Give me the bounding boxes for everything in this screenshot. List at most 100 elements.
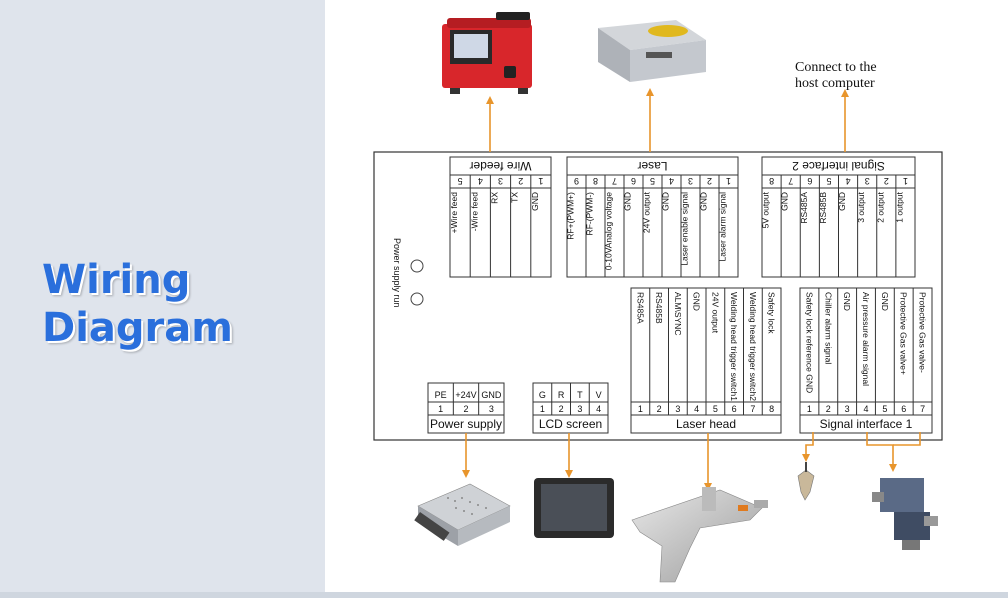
pin-number: 8 [769,404,774,414]
arrow-to-gas-valve [866,432,897,472]
pin-label: -Wire feed [469,192,479,231]
pin-label: RS485A [635,292,645,324]
run-led [410,292,424,306]
pin-label: 2 output [875,191,885,222]
pin-number: 8 [769,176,774,186]
pin-number: 3 [675,404,680,414]
pin-number: 9 [574,176,579,186]
pin-number: 1 [638,404,643,414]
pin-label: G [539,390,546,400]
pin-number: 2 [707,176,712,186]
cx-sig1-title: Signal interface 1 [820,417,913,431]
pin-number: 7 [612,176,617,186]
host-note-line-1: Connect to the [795,60,877,75]
pin-label: Welding head trigger switch2 [748,292,758,401]
pin-label: RS485A [799,192,809,224]
pin-number: 4 [863,404,868,414]
pin-label: Laser enable signal [680,192,690,266]
cx-wire-title: Wire feeder [469,159,531,173]
pin-label: Welding head trigger switch1 [729,292,739,401]
pin-number: 4 [694,404,699,414]
pin-number: 5 [826,176,831,186]
pin-number: 2 [518,176,523,186]
pin-label: GND [530,192,540,211]
pin-label: Safety lock [767,292,777,334]
pin-label: T [577,390,583,400]
pin-label: GND [837,192,847,211]
gas-valve-device [872,478,938,550]
pin-label: Protective Gas valve+ [899,292,909,375]
pin-number: 3 [845,404,850,414]
pin-label: GND [481,390,502,400]
pin-label: 3 output [856,191,866,222]
pin-number: 7 [750,404,755,414]
pin-label: 24V output [710,292,720,334]
cx-power-title: Power supply [430,417,502,431]
power-led [410,259,424,273]
cx-laser-title: Laser [637,159,667,173]
pin-label: +24V [455,390,476,400]
pin-label: V [596,390,602,400]
power-supply-device [414,483,511,546]
pin-number: 3 [489,404,494,414]
pin-number: 4 [596,404,601,414]
pin-number: 1 [540,404,545,414]
pin-number: 5 [713,404,718,414]
pin-number: 5 [882,404,887,414]
pin-number: 1 [807,404,812,414]
arrow-gas-valve-join [893,432,921,446]
board-led-label: Power supply run [392,238,402,308]
laser-head-device [631,487,768,583]
cx-lcd-title: LCD screen [539,417,602,431]
pin-number: 7 [788,176,793,186]
pin-number: 4 [478,176,483,186]
pin-number: 5 [650,176,655,186]
pin-label: Laser alarm signal [718,192,728,262]
pin-label: GND [623,192,633,211]
pin-number: 1 [903,176,908,186]
lcd-screen-device [534,478,614,538]
pin-label: RS485B [654,292,664,324]
left-panel [0,0,325,592]
wire-feeder-device [442,12,532,94]
pin-number: 2 [884,176,889,186]
pin-number: 6 [732,404,737,414]
arrow-to-safety-clip [802,432,814,462]
cx-head-title: Laser head [676,417,736,431]
bottom-strip [0,592,1008,598]
pin-number: 4 [669,176,674,186]
pin-label: RX [490,192,500,204]
pin-label: RF-(PWM-) [585,192,595,236]
pin-number: 2 [657,404,662,414]
pin-label: 1 output [894,191,904,222]
pin-label: RS485B [818,192,828,224]
pin-number: 3 [498,176,503,186]
page-title: Wiring Diagram [42,256,312,352]
pin-label: PE [435,390,447,400]
pin-number: 4 [846,176,851,186]
pin-label: Air pressure alarm signal [861,292,871,386]
pin-number: 6 [901,404,906,414]
pin-number: 3 [865,176,870,186]
pin-label: ALM\SYNC [673,292,683,335]
pin-number: 2 [463,404,468,414]
pin-number: 5 [458,176,463,186]
pin-number: 6 [807,176,812,186]
signal-interface-2-connector: Signal interface 2 1 1 output 2 2 output 3 3 o… [761,156,916,278]
pin-label: +Wire feed [449,192,459,234]
pin-label: GND [842,292,852,311]
pin-label: Protective Gas valve- [918,292,928,373]
pin-number: 1 [538,176,543,186]
pin-number: 6 [631,176,636,186]
cx-sig2-title: Signal interface 2 [792,159,885,173]
pin-number: 3 [577,404,582,414]
pin-label: 0-10VAnalog voltage [604,192,614,271]
pin-number: 3 [688,176,693,186]
pin-label: Chiller alarm signal [823,292,833,364]
pin-label: 24V output [642,191,652,233]
pin-label: RF+(PWM+) [566,192,576,240]
pin-number: 2 [559,404,564,414]
